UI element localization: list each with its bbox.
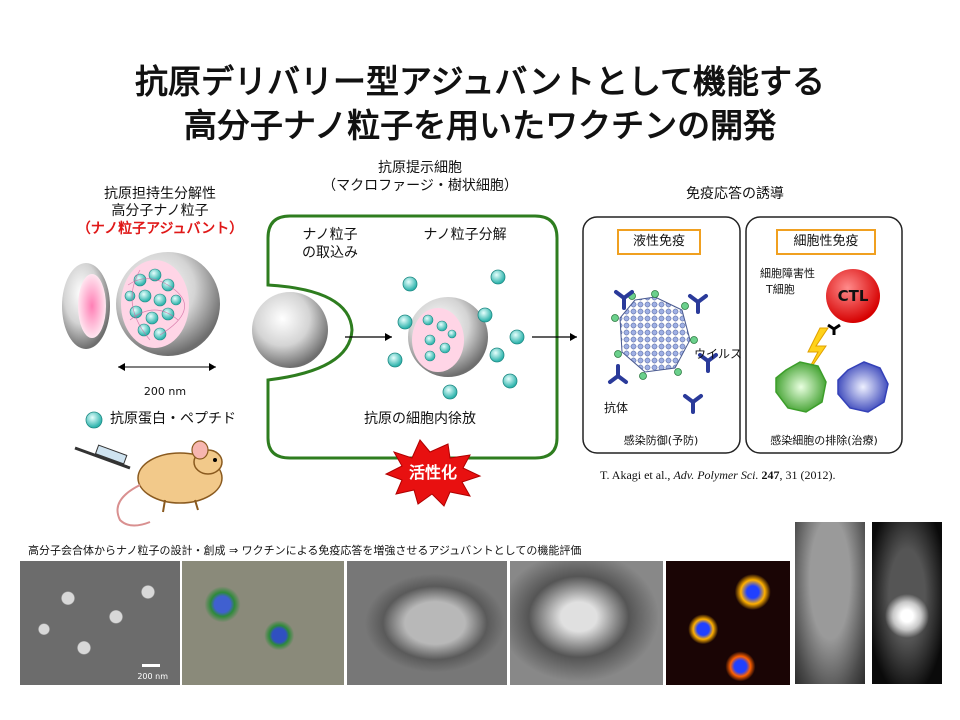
nanoparticle-cutaway bbox=[116, 252, 220, 356]
left-heading-red: （ナノ粒子アジュバント） bbox=[76, 221, 244, 237]
prevention-label: 感染防御(予防) bbox=[623, 434, 699, 447]
antibody-icons bbox=[608, 290, 718, 414]
citation-authors: T. Akagi et al., bbox=[600, 468, 674, 482]
sem-photo-cell-surface bbox=[347, 561, 507, 685]
cellular-label: 細胞性免疫 bbox=[776, 229, 876, 255]
nanoparticle-degrading bbox=[408, 297, 488, 377]
citation-volume: 247 bbox=[761, 468, 780, 482]
lightning-icon bbox=[803, 327, 829, 379]
title-line-1: 抗原デリバリー型アジュバントとして機能する bbox=[134, 62, 826, 101]
release-label: 抗原の細胞内徐放 bbox=[364, 411, 476, 427]
title-line-2: 高分子ナノ粒子を用いたワクチンの開発 bbox=[183, 106, 777, 145]
humoral-box bbox=[582, 216, 741, 454]
left-heading-1: 抗原担持生分解性 bbox=[104, 186, 216, 202]
mouse-imaging-photo-2 bbox=[872, 522, 942, 684]
ctl-cell bbox=[826, 269, 880, 323]
sem-photo-nanoparticles: 200 nm bbox=[20, 561, 180, 685]
citation-journal: Adv. Polymer Sci. bbox=[673, 468, 759, 482]
fluorescence-photo-cells bbox=[182, 561, 344, 685]
activation-burst bbox=[384, 439, 482, 507]
response-arrow bbox=[532, 333, 577, 341]
nanoparticle-entering bbox=[252, 292, 328, 368]
ctl-description-1: 細胞障害性 bbox=[760, 267, 815, 280]
virus-label: ウイルス bbox=[694, 347, 743, 361]
sem-photo-cell-cross-section bbox=[510, 561, 663, 685]
citation-pages: , 31 (2012). bbox=[779, 468, 836, 482]
ctl-receptor-icon bbox=[827, 323, 841, 335]
ctl-label: CTL bbox=[837, 287, 869, 305]
mouse-imaging-photo-1 bbox=[795, 522, 865, 684]
uptake-label-1: ナノ粒子 bbox=[302, 227, 358, 243]
uptake-label-2: の取込み bbox=[302, 245, 358, 261]
scale-arrow bbox=[118, 363, 216, 371]
antigen-legend-icon bbox=[85, 411, 103, 429]
left-heading-2: 高分子ナノ粒子 bbox=[111, 203, 209, 219]
apc-cell-outline bbox=[266, 214, 559, 460]
bottom-caption: 高分子会合体からナノ粒子の設計・創成 ⇒ ワクチンによる免疫応答を増強させるアジ… bbox=[28, 544, 582, 557]
legend-label: 抗原蛋白・ペプチド bbox=[110, 411, 236, 427]
antibody-label: 抗体 bbox=[604, 401, 629, 415]
degradation-label: ナノ粒子分解 bbox=[423, 227, 507, 243]
released-antigens bbox=[387, 269, 525, 400]
uptake-arrow bbox=[345, 333, 392, 341]
activation-label: 活性化 bbox=[408, 463, 457, 482]
apc-label-2: （マクロファージ・樹状細胞） bbox=[322, 178, 518, 194]
immune-heading: 免疫応答の誘導 bbox=[686, 186, 784, 202]
photo-scale-label: 200 nm bbox=[137, 672, 168, 681]
citation: T. Akagi et al., Adv. Polymer Sci. 247, … bbox=[600, 468, 836, 483]
mouse-illustration bbox=[74, 440, 223, 527]
healthy-cell bbox=[837, 361, 889, 413]
nanoparticle-half-shell bbox=[62, 263, 110, 349]
ctl-description-2: T細胞 bbox=[766, 283, 795, 296]
apc-label-1: 抗原提示細胞 bbox=[378, 160, 462, 176]
treatment-label: 感染細胞の排除(治療) bbox=[770, 434, 878, 447]
humoral-label: 液性免疫 bbox=[617, 229, 701, 255]
cellular-box bbox=[745, 216, 903, 454]
confocal-photo-cells bbox=[666, 561, 790, 685]
infected-cell bbox=[775, 361, 827, 413]
scale-label: 200 nm bbox=[143, 385, 187, 398]
